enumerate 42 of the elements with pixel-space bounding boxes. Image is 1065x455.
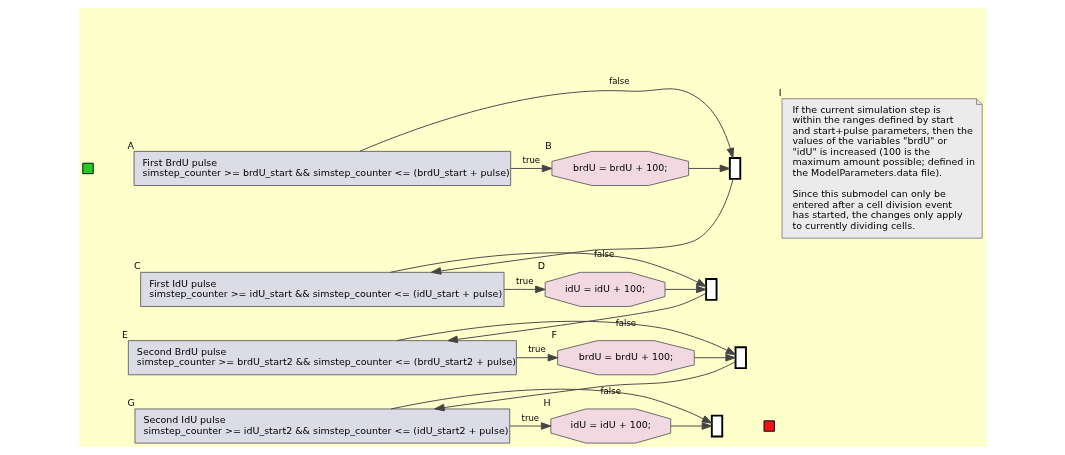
arrow	[510, 164, 553, 173]
node-label: C	[134, 260, 141, 272]
arrow	[664, 285, 707, 294]
arrow	[390, 252, 707, 287]
arrow	[516, 353, 559, 362]
arrow	[434, 361, 736, 412]
arrow	[396, 320, 736, 356]
node-label: G	[127, 397, 135, 409]
node-box: Second IdU pulse simstep_counter >= idU_start2 && simstep_counter <= (idU_start2 + pulse)	[134, 408, 511, 444]
node-box: First IdU pulse simstep_counter >= idU_start && simstep_counter <= (idU_start + pulse)	[140, 271, 505, 307]
arrow	[447, 292, 707, 344]
edge-label: false	[615, 317, 637, 328]
edge-label: false	[600, 385, 621, 396]
node-label: D	[537, 260, 546, 272]
edge-label: true	[515, 275, 534, 286]
node-label: F	[551, 328, 558, 340]
node-bar	[728, 157, 742, 180]
arrow	[694, 353, 736, 362]
node-bar	[705, 278, 718, 301]
node-label: I	[778, 86, 782, 98]
node-bar	[710, 414, 724, 438]
arrow	[503, 285, 546, 294]
edge-label: true	[528, 344, 546, 355]
node-box	[763, 420, 775, 432]
arrow	[390, 388, 713, 424]
arrow	[509, 422, 552, 430]
node-box: First BrdU pulse simstep_counter >= brdU_start && simstep_counter <= (brdU_start + pulse)	[133, 150, 512, 186]
node-label: B	[545, 139, 552, 151]
node-label: H	[543, 397, 551, 409]
arrow	[688, 164, 731, 173]
arrow	[359, 88, 735, 159]
edge-label: true	[521, 412, 540, 423]
edge-label: false	[609, 75, 630, 86]
node-box	[82, 162, 94, 175]
edge-label: true	[522, 154, 541, 165]
edge-label: false	[594, 249, 615, 260]
node-box: Second BrdU pulse simstep_counter >= brdU_start2 && simstep_counter <= (brdU_start2 + pulse)	[127, 340, 517, 376]
node-label: A	[127, 139, 134, 151]
arrow	[430, 178, 734, 275]
node-bar	[734, 346, 747, 370]
arrow	[670, 422, 713, 430]
node-label: E	[122, 328, 129, 340]
